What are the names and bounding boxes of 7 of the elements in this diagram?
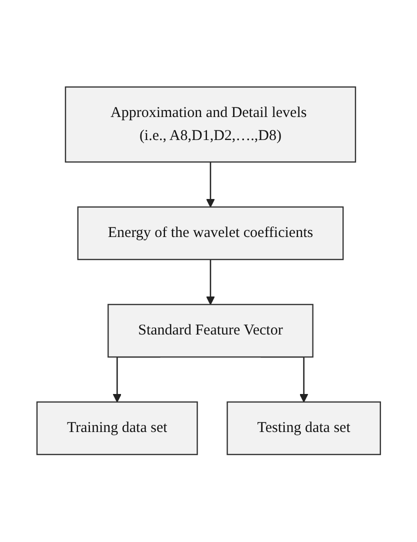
arrow xyxy=(206,259,215,306)
node-box: Approximation and Detail levels (i.e., A8,D1,D2,….,D8) xyxy=(64,86,356,163)
node-box: Training data set xyxy=(36,402,198,456)
node-box: Energy of the wavelet coefficients xyxy=(77,206,344,260)
node-box: Standard Feature Vector xyxy=(107,304,314,358)
node-box: Testing data set xyxy=(226,402,381,456)
arrow xyxy=(206,162,215,208)
